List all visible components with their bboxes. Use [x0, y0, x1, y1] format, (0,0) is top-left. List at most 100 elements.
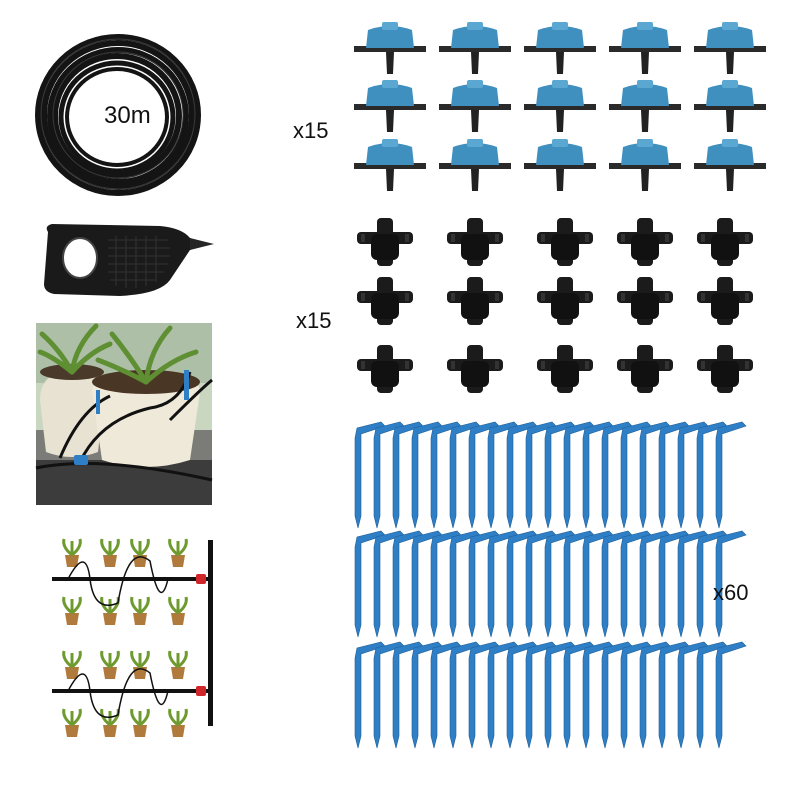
- dripper: [524, 80, 596, 132]
- dripper-count-label: x15: [293, 118, 329, 143]
- dripper-stake: [582, 641, 614, 749]
- tee-connector: [537, 277, 593, 325]
- dripper-stake: [392, 641, 424, 749]
- dripper-stake: [620, 530, 652, 638]
- tee-connector: [697, 218, 753, 266]
- tee-count-label: x15: [296, 308, 332, 333]
- potted-plant: [62, 650, 82, 679]
- dripper-stake: [468, 641, 500, 749]
- tee-connector: [617, 218, 673, 266]
- tee-connector: [447, 277, 503, 325]
- dripper-stake: [544, 421, 576, 529]
- dripper-stake: [715, 421, 747, 529]
- dripper-stake: [430, 421, 462, 529]
- dripper-stake: [411, 530, 443, 638]
- dripper-stake: [563, 530, 595, 638]
- potted-plant: [130, 708, 150, 737]
- dripper: [354, 80, 426, 132]
- dripper-stake: [373, 641, 405, 749]
- dripper-stake: [373, 421, 405, 529]
- potted-plant: [168, 596, 188, 625]
- dripper-stake: [506, 530, 538, 638]
- dripper: [439, 80, 511, 132]
- dripper-stake: [354, 421, 386, 529]
- dripper-stake: [677, 641, 709, 749]
- dripper-stake: [468, 421, 500, 529]
- dripper-stake: [601, 641, 633, 749]
- dripper-stake: [658, 530, 690, 638]
- dripper-stake: [468, 530, 500, 638]
- tee-connector: [447, 345, 503, 393]
- tee-connector: [357, 345, 413, 393]
- tee-connector: [697, 345, 753, 393]
- potted-plant: [62, 538, 82, 567]
- branch-pipe: [52, 577, 210, 581]
- dripper-stake: [449, 530, 481, 638]
- dripper-stake: [696, 421, 728, 529]
- dripper: [354, 22, 426, 74]
- dripper-stake: [430, 530, 462, 638]
- dripper-stake: [677, 530, 709, 638]
- potted-plant: [168, 650, 188, 679]
- dripper-stake: [620, 421, 652, 529]
- tee-connector: [617, 277, 673, 325]
- dripper-stake: [601, 530, 633, 638]
- dripper-stake: [354, 641, 386, 749]
- tube-length-label: 30m: [104, 102, 151, 129]
- dripper-stake: [487, 530, 519, 638]
- tee-connector: [697, 277, 753, 325]
- stake-count-label: x60: [713, 580, 749, 605]
- dripper-stake: [525, 641, 557, 749]
- dripper-stake: [715, 530, 747, 638]
- potted-plant: [62, 596, 82, 625]
- drip-line: [67, 668, 169, 718]
- dripper-stake: [696, 641, 728, 749]
- dripper-stake: [563, 641, 595, 749]
- tee-connector: [447, 218, 503, 266]
- dripper-stake: [354, 530, 386, 638]
- dripper-stake: [373, 530, 405, 638]
- dripper-stake: [449, 641, 481, 749]
- dripper-stake: [639, 641, 671, 749]
- dripper: [439, 139, 511, 191]
- dripper-stake: [392, 530, 424, 638]
- tee-connector: [357, 277, 413, 325]
- dripper: [524, 22, 596, 74]
- tee-connector: [357, 218, 413, 266]
- dripper-stake: [525, 421, 557, 529]
- dripper: [609, 22, 681, 74]
- dripper-stake: [582, 421, 614, 529]
- dripper-stake: [506, 641, 538, 749]
- dripper-stake: [525, 530, 557, 638]
- dripper: [694, 139, 766, 191]
- tee-connector: [537, 218, 593, 266]
- dripper-stake: [658, 421, 690, 529]
- dripper-stake: [430, 641, 462, 749]
- drip-line: [67, 556, 169, 606]
- potted-plant: [100, 538, 120, 567]
- dripper-stake: [639, 421, 671, 529]
- dripper-stake: [487, 641, 519, 749]
- valve: [196, 686, 206, 696]
- dripper-stake: [449, 421, 481, 529]
- dripper: [524, 139, 596, 191]
- dripper-stake: [544, 641, 576, 749]
- potted-plant: [168, 538, 188, 567]
- dripper: [354, 139, 426, 191]
- dripper-stake: [620, 641, 652, 749]
- dripper: [609, 80, 681, 132]
- dripper: [694, 80, 766, 132]
- dripper: [609, 139, 681, 191]
- dripper-stake: [639, 530, 671, 638]
- potted-plant: [130, 596, 150, 625]
- dripper-stake: [601, 421, 633, 529]
- potted-plant: [168, 708, 188, 737]
- dripper-stake: [392, 421, 424, 529]
- dripper-stake: [715, 641, 747, 749]
